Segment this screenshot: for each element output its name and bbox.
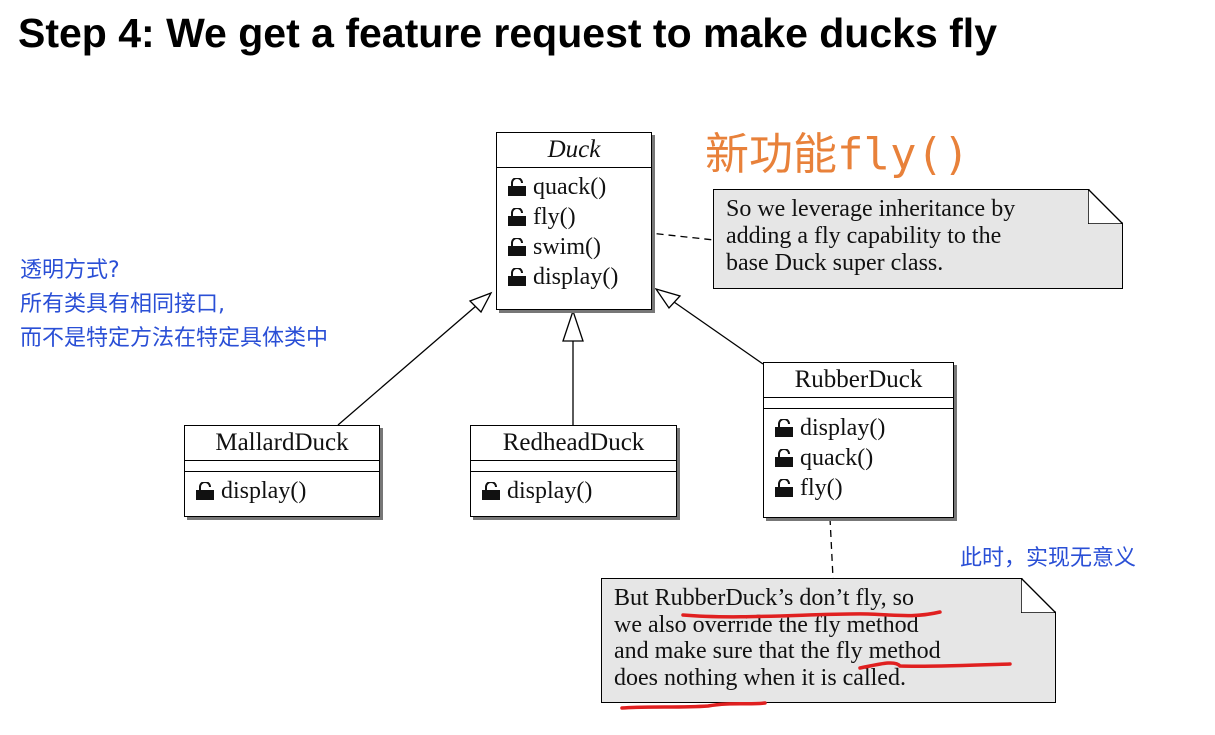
attribute-section	[185, 461, 379, 472]
inheritance-arrowhead	[562, 308, 584, 342]
method-label: display()	[800, 415, 886, 441]
method-item: swim()	[507, 232, 641, 262]
redhead-duck-class: RedheadDuck display()	[470, 425, 677, 517]
inheritance-arrowhead	[468, 291, 493, 314]
method-list: display()	[185, 472, 379, 508]
method-label: swim()	[533, 234, 601, 260]
lock-icon	[482, 482, 500, 500]
lock-icon	[508, 238, 526, 256]
annotation-line: 透明方式?	[20, 258, 120, 283]
method-label: fly()	[800, 475, 843, 501]
meaningless-annotation: 此时，实现无意义	[960, 546, 1137, 571]
inheritance-line	[337, 305, 477, 426]
red-underline	[620, 701, 767, 710]
method-label: quack()	[533, 174, 607, 200]
note-line: But RubberDuck’s don’t fly, so	[614, 585, 914, 611]
method-label: display()	[221, 478, 307, 504]
lock-icon	[775, 479, 793, 497]
attribute-section	[471, 461, 676, 472]
method-item: fly()	[507, 202, 641, 232]
note-line: adding a fly capability to the	[726, 223, 1002, 249]
method-label: display()	[533, 264, 619, 290]
annotation-line: 所有类具有相同接口,	[20, 292, 225, 317]
transparent-annotation: 透明方式? 所有类具有相同接口, 而不是特定方法在特定具体类中	[20, 254, 328, 356]
rubber-duck-class: RubberDuck display() quack() fly()	[763, 362, 954, 518]
method-item: fly()	[774, 473, 943, 503]
method-label: fly()	[533, 204, 576, 230]
inheritance-arrowhead	[654, 287, 682, 310]
method-item: display()	[507, 262, 641, 292]
annotation-line: 而不是特定方法在特定具体类中	[20, 326, 329, 351]
red-underline	[681, 610, 942, 619]
method-item: display()	[481, 476, 666, 506]
note-line: and make sure that the fly method	[614, 638, 941, 664]
lock-icon	[775, 419, 793, 437]
slide-title: Step 4: We get a feature request to make…	[18, 10, 997, 56]
method-item: quack()	[774, 443, 943, 473]
lock-icon	[508, 268, 526, 286]
inheritance-line	[673, 301, 764, 365]
class-name: RedheadDuck	[471, 426, 676, 461]
class-name: MallardDuck	[185, 426, 379, 461]
attribute-section	[764, 398, 953, 409]
lock-icon	[508, 208, 526, 226]
lock-icon	[775, 449, 793, 467]
lock-icon	[196, 482, 214, 500]
note-link	[829, 517, 834, 579]
method-label: quack()	[800, 445, 874, 471]
note-fold-corner	[1021, 578, 1056, 613]
note-fold-corner	[1088, 189, 1123, 224]
lock-icon	[508, 178, 526, 196]
note-line: does nothing when it is called.	[614, 664, 906, 691]
inheritance-note: So we leverage inheritance by adding a f…	[713, 189, 1123, 289]
method-list: display() quack() fly()	[764, 409, 953, 505]
method-item: display()	[195, 476, 369, 506]
class-name: RubberDuck	[764, 363, 953, 398]
class-name: Duck	[497, 133, 651, 168]
method-label: display()	[507, 478, 593, 504]
mallard-duck-class: MallardDuck display()	[184, 425, 380, 517]
method-item: display()	[774, 413, 943, 443]
method-list: display()	[471, 472, 676, 508]
new-feature-annotation: 新功能fly()	[705, 129, 970, 180]
red-underline	[858, 661, 1012, 670]
duck-class: Duck quack() fly() swim() display()	[496, 132, 652, 310]
note-line: So we leverage inheritance by	[726, 196, 1016, 222]
method-item: quack()	[507, 172, 641, 202]
note-line: base Duck super class.	[726, 250, 944, 276]
method-list: quack() fly() swim() display()	[497, 168, 651, 294]
